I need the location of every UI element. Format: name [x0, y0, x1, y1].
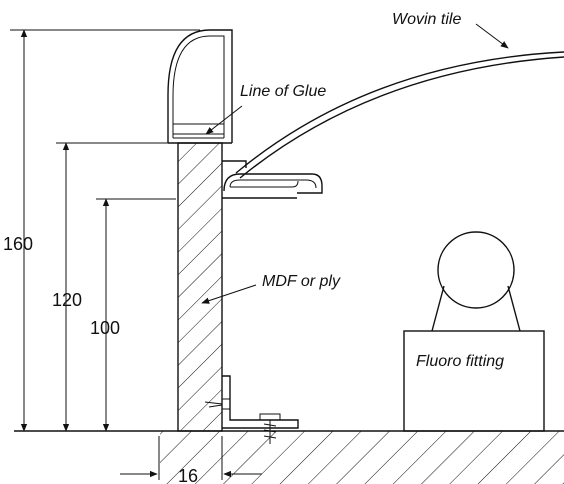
fluoro-fitting	[403, 231, 545, 432]
dimension-lines	[10, 29, 262, 480]
leader-lines	[201, 23, 509, 304]
fluoro-tube	[437, 231, 515, 309]
wovin-tile	[235, 51, 564, 179]
aluminium-profile	[167, 29, 323, 199]
fluoro-fitting-label: Fluoro fitting	[416, 353, 504, 370]
screw-icon	[204, 398, 231, 410]
mdf-board	[177, 142, 223, 432]
glue-line-slot	[172, 123, 225, 135]
dimension-100-label: 100	[90, 318, 120, 338]
bottom-bracket	[204, 375, 299, 444]
dimension-16-label: 16	[178, 466, 198, 484]
line-of-glue-label: Line of Glue	[240, 83, 326, 100]
floor	[14, 430, 564, 484]
dimension-120-label: 120	[52, 290, 82, 310]
dimension-160-label: 160	[3, 234, 33, 254]
mdf-or-ply-label: MDF or ply	[262, 273, 341, 290]
wovin-tile-label: Wovin tile	[392, 11, 461, 28]
screw-icon	[259, 413, 281, 444]
